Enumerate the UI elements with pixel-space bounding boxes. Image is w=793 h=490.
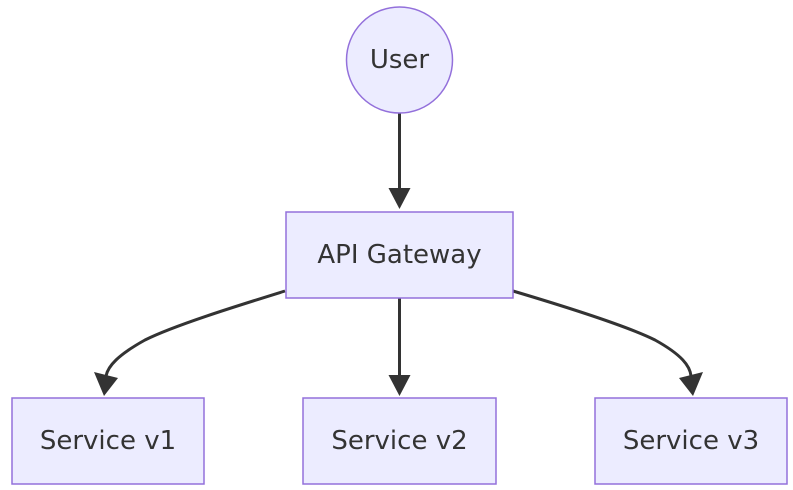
node-user: User — [345, 6, 454, 114]
node-service-v2-shape — [302, 397, 497, 485]
node-service-v2-label: Service v2 — [331, 426, 467, 456]
edge-gateway-to-service-v1 — [94, 289, 286, 396]
node-api-gateway-shape — [285, 211, 514, 299]
node-service-v3: Service v3 — [594, 397, 788, 485]
node-user-shape — [345, 6, 454, 114]
node-service-v1-label: Service v1 — [40, 426, 176, 456]
node-service-v3-label: Service v3 — [623, 426, 759, 456]
edge-gateway-to-service-v3 — [512, 289, 703, 396]
node-user-label: User — [370, 45, 430, 75]
node-service-v3-shape — [594, 397, 788, 485]
node-api-gateway: API Gateway — [285, 211, 514, 299]
node-service-v1: Service v1 — [11, 397, 205, 485]
node-service-v2: Service v2 — [302, 397, 497, 485]
edges — [94, 113, 703, 396]
edge-gateway-to-service-v2 — [388, 298, 411, 396]
node-service-v1-shape — [11, 397, 205, 485]
edge-user-to-gateway — [388, 113, 411, 209]
node-api-gateway-label: API Gateway — [317, 240, 481, 270]
